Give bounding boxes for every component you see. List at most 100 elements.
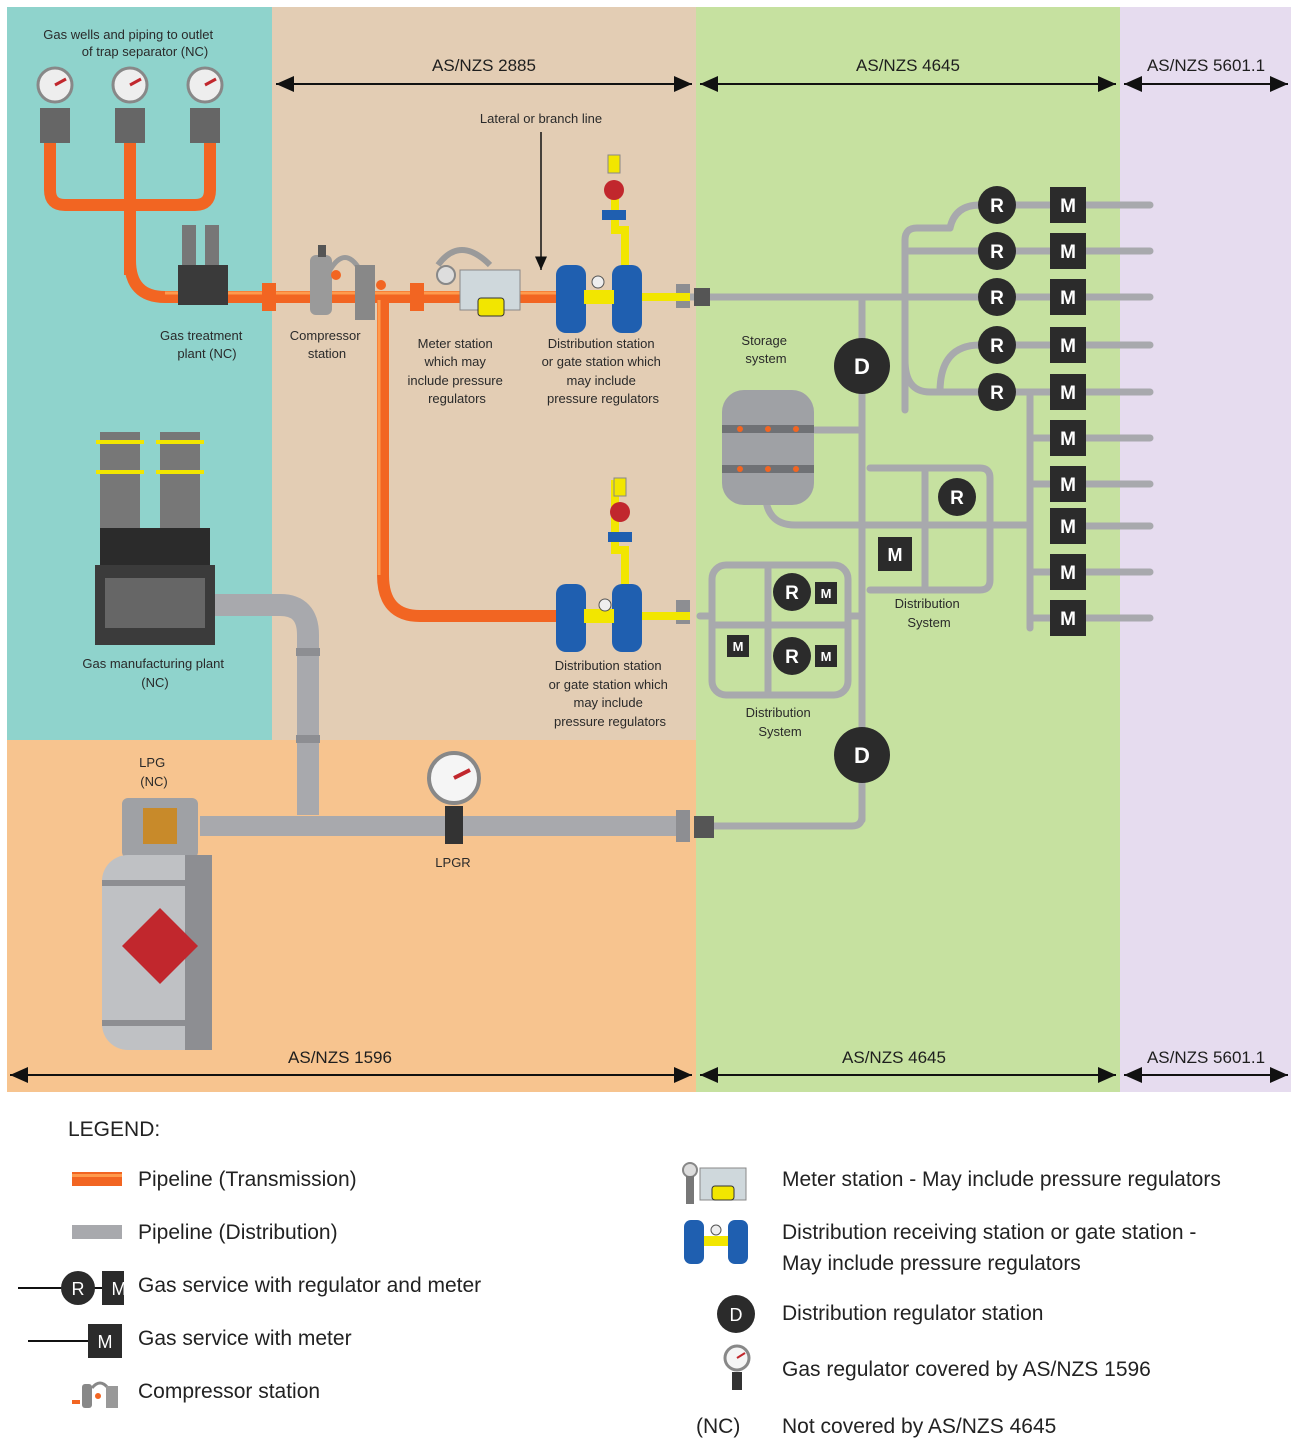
distribution-regulator-icon: D [717, 1295, 755, 1333]
meter-m: M [1050, 420, 1086, 456]
meter-m: M [878, 537, 912, 571]
svg-text:M: M [733, 639, 744, 654]
service-reg-meter-icon: R M [18, 1271, 125, 1305]
legend-dist-regulator: Distribution regulator station [782, 1302, 1044, 1325]
legend-nc-key: (NC) [696, 1415, 741, 1438]
svg-text:M: M [112, 1279, 125, 1299]
legend-service-meter: Gas service with meter [138, 1327, 352, 1350]
legend: LEGEND: Pipeline (Transmission) Pipeline… [0, 1100, 1297, 1440]
lpgr-gauge [427, 751, 481, 844]
legend-pipeline-distribution: Pipeline (Distribution) [138, 1221, 338, 1244]
well-gauge [36, 66, 74, 143]
distribution-station-top [556, 154, 642, 333]
meter-m: M [1050, 508, 1086, 544]
meter-m: M [1050, 327, 1086, 363]
svg-text:M: M [1060, 383, 1076, 404]
lpgr-label: LPGR [435, 855, 470, 870]
lpg-label: LPG (NC) [139, 755, 169, 789]
storage-label: Storage system [741, 333, 790, 366]
meter-m: M [1050, 279, 1086, 315]
legend-meter-station: Meter station - May include pressure reg… [782, 1168, 1221, 1191]
meter-station [410, 247, 521, 317]
svg-text:M: M [1060, 563, 1076, 584]
legend-title: LEGEND: [68, 1118, 161, 1141]
lpg-cylinder [102, 798, 212, 1050]
regulator-r: R [978, 278, 1016, 316]
compressor-label: Compressor station [290, 328, 364, 361]
std-bottom-4645: AS/NZS 4645 [842, 1048, 946, 1067]
well-gauge [111, 66, 149, 143]
legend-gas-regulator: Gas regulator covered by AS/NZS 1596 [782, 1358, 1151, 1381]
pipeline-transmission-swatch [72, 1172, 122, 1186]
transmission-pipes [44, 140, 560, 622]
gas-manufacturing-label: Gas manufacturing plant (NC) [82, 656, 227, 690]
legend-dist-receiving-line1: Distribution receiving station or gate s… [782, 1221, 1197, 1244]
svg-text:M: M [821, 586, 832, 601]
svg-text:M: M [1060, 242, 1076, 263]
legend-service-reg-meter: Gas service with regulator and meter [138, 1274, 482, 1297]
dist-system-left-label: Distribution System [746, 705, 815, 739]
svg-text:M: M [821, 649, 832, 664]
compressor-station [310, 245, 386, 320]
svg-text:D: D [854, 743, 870, 768]
meter-m: M [815, 645, 837, 667]
std-top-5601: AS/NZS 5601.1 [1147, 56, 1265, 75]
svg-text:R: R [990, 242, 1004, 263]
pipeline-distribution-swatch [72, 1225, 122, 1239]
gas-treatment-plant [178, 225, 276, 311]
service-meter-icon: M [28, 1324, 122, 1358]
pipe-flanges [296, 284, 714, 842]
meter-m: M [1050, 600, 1086, 636]
svg-text:R: R [950, 488, 964, 509]
svg-text:M: M [1060, 288, 1076, 309]
svg-text:M: M [1060, 517, 1076, 538]
svg-text:M: M [888, 545, 903, 565]
regulator-r: R [773, 573, 811, 611]
regulator-r: R [978, 326, 1016, 364]
svg-text:R: R [785, 647, 799, 668]
svg-text:R: R [785, 583, 799, 604]
well-gauge [186, 66, 224, 143]
std-top-4645: AS/NZS 4645 [856, 56, 960, 75]
svg-text:M: M [1060, 609, 1076, 630]
zone-lavender [1120, 7, 1291, 1092]
svg-text:R: R [72, 1279, 85, 1299]
svg-text:R: R [990, 336, 1004, 357]
std-bottom-5601: AS/NZS 5601.1 [1147, 1048, 1265, 1067]
meter-m: M [1050, 466, 1086, 502]
svg-text:R: R [990, 288, 1004, 309]
meter-m: M [1050, 187, 1086, 223]
storage-tank [722, 390, 814, 505]
svg-text:M: M [98, 1332, 113, 1352]
legend-nc-desc: Not covered by AS/NZS 4645 [782, 1415, 1057, 1438]
svg-text:M: M [1060, 196, 1076, 217]
compressor-icon [72, 1381, 118, 1408]
svg-text:D: D [854, 354, 870, 379]
meter-m: M [1050, 374, 1086, 410]
dist-station-top-label: Distribution station or gate station whi… [542, 336, 665, 406]
gas-treatment-label: Gas treatment plant (NC) [160, 328, 246, 361]
meter-m: M [1050, 554, 1086, 590]
meter-m: M [727, 635, 749, 657]
distribution-station-bottom [556, 477, 642, 652]
regulator-r: R [978, 186, 1016, 224]
legend-dist-receiving-line2: May include pressure regulators [782, 1252, 1081, 1275]
dist-station-bottom-label: Distribution station or gate station whi… [549, 658, 672, 729]
gas-regulator-icon [723, 1344, 751, 1390]
meter-m: M [1050, 233, 1086, 269]
standard-arrows [10, 76, 1288, 1083]
regulator-r: R [773, 637, 811, 675]
gas-wells-label: Gas wells and piping to outlet of trap s… [43, 27, 216, 59]
svg-text:M: M [1060, 429, 1076, 450]
svg-text:R: R [990, 196, 1004, 217]
dist-receiving-icon [684, 1220, 748, 1264]
dist-system-right-label: Distribution System [895, 596, 964, 630]
lateral-label: Lateral or branch line [480, 111, 602, 126]
svg-text:M: M [1060, 336, 1076, 357]
zone-backgrounds [7, 7, 1291, 1092]
regulator-r: R [978, 232, 1016, 270]
regulator-r: R [938, 478, 976, 516]
gas-wells [36, 66, 224, 143]
svg-text:M: M [1060, 475, 1076, 496]
distribution-regulator-d-upper: D [834, 338, 890, 394]
